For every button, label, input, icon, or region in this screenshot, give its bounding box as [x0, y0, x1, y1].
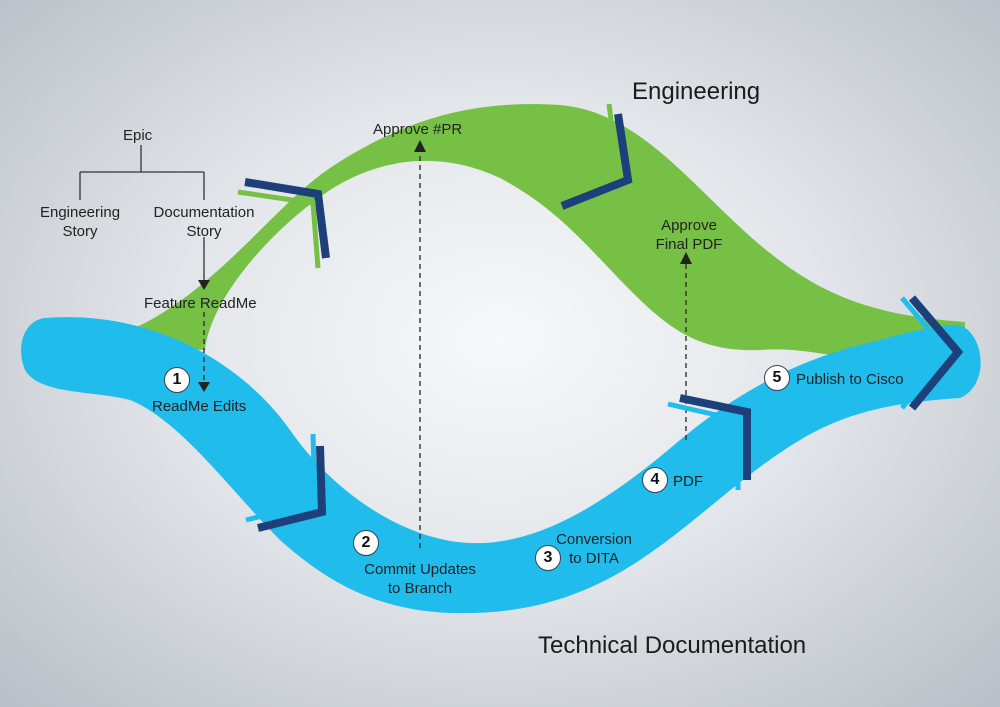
- step-5-label: Publish to Cisco: [796, 371, 904, 388]
- approve-final-pdf-label: Approve Final PDF: [655, 217, 723, 253]
- step-4-label: PDF: [673, 473, 703, 490]
- step-1-label: ReadMe Edits: [152, 398, 247, 415]
- technical-documentation-title: Technical Documentation: [538, 632, 807, 659]
- engineering-band: [60, 104, 965, 373]
- step-2-badge: 2: [353, 530, 379, 556]
- arrow-head-down-icon: [198, 280, 210, 290]
- step-4-badge: 4: [642, 467, 668, 493]
- arrow-head-up-icon: [680, 252, 692, 264]
- documentation-band: [21, 317, 981, 614]
- chevron-icons: [237, 103, 964, 532]
- step-3-badge: 3: [535, 545, 561, 571]
- step-3-label: Conversion to DITA: [556, 531, 632, 567]
- arrow-head-up-icon: [414, 140, 426, 152]
- step-5-badge: 5: [764, 365, 790, 391]
- hierarchy-connector: [79, 145, 205, 282]
- documentation-story-label: Documentation Story: [153, 204, 255, 240]
- engineering-title: Engineering: [632, 78, 761, 105]
- arrow-head-down-icon: [198, 382, 210, 392]
- engineering-story-label: Engineering Story: [39, 204, 121, 240]
- step-2-label: Commit Updates to Branch: [364, 561, 476, 597]
- approve-pr-label: Approve #PR: [373, 121, 463, 138]
- feature-readme-label: Feature ReadMe: [144, 295, 257, 312]
- epic-label: Epic: [123, 127, 153, 144]
- step-1-badge: 1: [164, 367, 190, 393]
